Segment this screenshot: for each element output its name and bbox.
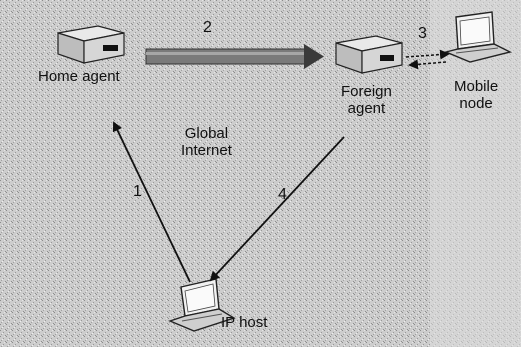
arrow-3 bbox=[405, 49, 450, 70]
arrow-4-label: 4 bbox=[278, 186, 287, 203]
arrow-4 bbox=[209, 136, 345, 282]
arrow-2 bbox=[145, 44, 324, 69]
mobile-node-label: Mobile node bbox=[454, 78, 499, 113]
home-agent-icon bbox=[57, 25, 125, 64]
foreign-agent-icon bbox=[335, 35, 403, 74]
home-agent-label: Home agent bbox=[38, 68, 120, 85]
arrow-1-label: 1 bbox=[133, 183, 142, 200]
arrow-3-label: 3 bbox=[418, 25, 427, 42]
global-internet-label: Global Internet bbox=[181, 125, 232, 160]
ip-host-laptop-icon bbox=[168, 278, 236, 332]
mobile-node-laptop-icon bbox=[443, 11, 513, 63]
arrow-2-label: 2 bbox=[203, 19, 212, 36]
foreign-agent-label: Foreign agent bbox=[341, 83, 392, 118]
arrow-1 bbox=[112, 121, 191, 283]
ip-host-label: IP host bbox=[221, 314, 268, 331]
